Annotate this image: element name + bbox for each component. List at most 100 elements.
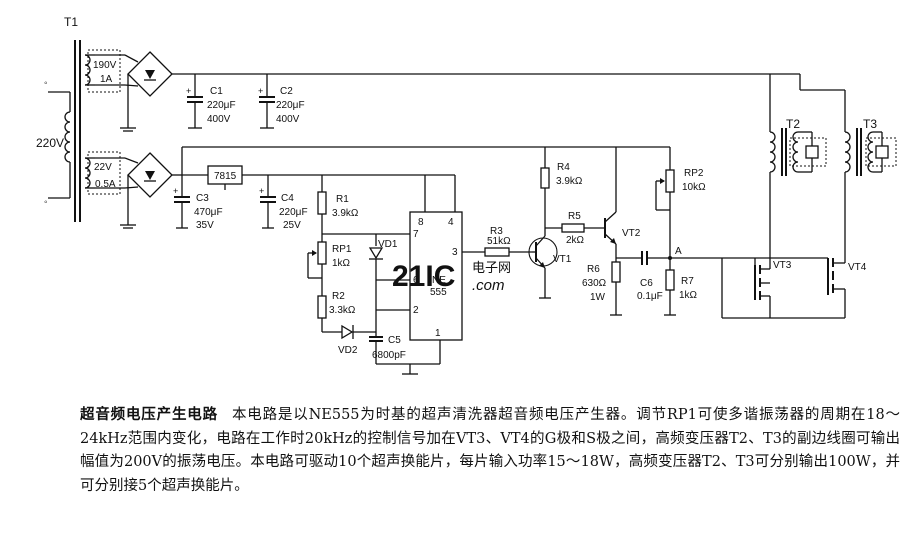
circuit-description: 超音频电压产生电路本电路是以NE555为时基的超声清洗器超音频电压产生器。调节R… xyxy=(80,404,900,498)
svg-text:+: + xyxy=(173,186,178,196)
label-r1-value: 3.9kΩ xyxy=(332,208,359,219)
label-c3-value: 470μF xyxy=(194,207,223,218)
diode-vd1: VD1 xyxy=(368,234,398,280)
pin-2: 2 xyxy=(413,305,419,316)
watermark-cn: 电子网 xyxy=(472,260,511,275)
transformer-t2: T2 xyxy=(769,74,827,176)
label-r6: R6 xyxy=(587,264,600,275)
label-vt1: VT1 xyxy=(553,254,572,265)
transistor-vt2: VT2 xyxy=(604,147,641,262)
label-c4-value: 220μF xyxy=(279,207,308,218)
label-r1: R1 xyxy=(336,194,349,205)
label-r6-value: 630Ω xyxy=(582,278,607,289)
watermark-com: .com xyxy=(472,277,505,294)
capacitor-c2: + C2 220μF 400V xyxy=(258,74,305,129)
label-r3-value: 51kΩ xyxy=(487,236,511,247)
resistor-r7: R7 1kΩ xyxy=(664,269,698,316)
resistor-r3: R3 51kΩ xyxy=(462,226,532,257)
capacitor-c6: C6 0.1μF xyxy=(616,251,670,302)
capacitor-c5: C5 6800pF xyxy=(369,332,406,364)
site-watermark: 21IC 电子网 .com xyxy=(392,260,511,294)
label-c2-value: 220μF xyxy=(276,100,305,111)
bridge-rectifier-2 xyxy=(95,146,670,229)
label-r3: R3 xyxy=(490,226,503,237)
resistor-r2: R2 3.3kΩ xyxy=(317,291,356,333)
label-mains-voltage: 220V xyxy=(36,136,64,150)
label-c6: C6 xyxy=(640,278,653,289)
pin-3: 3 xyxy=(452,247,458,258)
resistor-r4: R4 3.9kΩ xyxy=(540,147,583,236)
label-r2: R2 xyxy=(332,291,345,302)
resistor-r6: R6 630Ω 1W xyxy=(582,261,622,316)
label-r2-value: 3.3kΩ xyxy=(329,305,356,316)
pin-7: 7 xyxy=(413,229,419,240)
label-c3: C3 xyxy=(196,193,209,204)
transformer-t1: T1 ◦ ◦ 220V 190V 1A 22V 0.5A xyxy=(36,15,121,222)
label-t3: T3 xyxy=(863,117,877,131)
label-r4: R4 xyxy=(557,162,570,173)
capacitor-c4: + C4 220μF 25V xyxy=(259,175,308,231)
pin-8: 8 xyxy=(418,217,424,228)
label-vt2: VT2 xyxy=(622,228,641,239)
label-vd1: VD1 xyxy=(378,239,398,250)
description-title: 超音频电压产生电路 xyxy=(80,407,218,423)
label-r7-value: 1kΩ xyxy=(679,290,698,301)
label-c2: C2 xyxy=(280,86,293,97)
label-winding1-current: 1A xyxy=(100,74,113,85)
capacitor-c3: + C3 470μF 35V xyxy=(173,175,223,231)
mains-plug-icon: ◦ xyxy=(44,78,48,89)
label-c3-voltage: 35V xyxy=(196,220,214,231)
pin-1: 1 xyxy=(435,328,441,339)
mosfet-vt3: VT3 xyxy=(754,172,792,318)
pin-4: 4 xyxy=(448,217,454,228)
label-vt3: VT3 xyxy=(773,260,792,271)
label-c4-voltage: 25V xyxy=(283,220,301,231)
transistor-vt1: VT1 xyxy=(528,235,572,299)
label-c2-voltage: 400V xyxy=(276,114,300,125)
label-winding2-voltage: 22V xyxy=(94,162,112,173)
ic-name-line2: 555 xyxy=(430,287,447,298)
label-c5-value: 6800pF xyxy=(372,350,406,361)
mosfet-vt4: VT4 xyxy=(800,172,867,319)
label-c1-value: 220μF xyxy=(207,100,236,111)
ic-name-line1: NE xyxy=(432,275,446,286)
label-vd2: VD2 xyxy=(338,345,358,356)
label-r5-value: 2kΩ xyxy=(566,235,585,246)
label-r6-power: 1W xyxy=(590,292,606,303)
label-winding2-current: 0.5A xyxy=(95,179,116,190)
svg-text:+: + xyxy=(258,86,263,96)
label-winding1-voltage: 190V xyxy=(93,60,117,71)
capacitor-c1: + C1 220μF 400V xyxy=(186,74,236,129)
label-c5: C5 xyxy=(388,335,401,346)
label-r4-value: 3.9kΩ xyxy=(556,176,583,187)
circuit-schematic: T1 ◦ ◦ 220V 190V 1A 22V 0.5A xyxy=(36,15,897,375)
potentiometer-rp1: RP1 1kΩ xyxy=(307,233,360,296)
label-node-a: A xyxy=(675,246,682,257)
regulator-7815: 7815 xyxy=(182,165,425,190)
svg-text:+: + xyxy=(186,86,191,96)
mains-plug-icon: ◦ xyxy=(44,197,48,208)
label-regulator: 7815 xyxy=(214,171,237,182)
label-rp2-value: 10kΩ xyxy=(682,182,706,193)
pin-6: 6 xyxy=(413,275,419,286)
label-c4: C4 xyxy=(281,193,294,204)
label-rp1-value: 1kΩ xyxy=(332,258,351,269)
label-r7: R7 xyxy=(681,276,694,287)
bridge-rectifier-1 xyxy=(95,51,770,132)
watermark-logo: 21IC xyxy=(392,260,455,293)
label-t2: T2 xyxy=(786,117,800,131)
resistor-r5: R5 2kΩ xyxy=(545,211,604,246)
label-rp1: RP1 xyxy=(332,244,352,255)
transformer-t3: T3 xyxy=(770,73,897,176)
ic-ne555: 8 4 7 3 6 2 1 NE 555 xyxy=(360,174,463,341)
label-c6-value: 0.1μF xyxy=(637,291,663,302)
label-vt4: VT4 xyxy=(848,262,867,273)
resistor-r1: R1 3.9kΩ xyxy=(317,175,359,234)
label-t1: T1 xyxy=(64,15,78,29)
description-body: 本电路是以NE555为时基的超声清洗器超音频电压产生器。调节RP1可使多谐振荡器… xyxy=(80,407,901,494)
label-rp2: RP2 xyxy=(684,168,704,179)
label-c1-voltage: 400V xyxy=(207,114,231,125)
label-c1: C1 xyxy=(210,86,223,97)
svg-text:+: + xyxy=(259,186,264,196)
label-r5: R5 xyxy=(568,211,581,222)
